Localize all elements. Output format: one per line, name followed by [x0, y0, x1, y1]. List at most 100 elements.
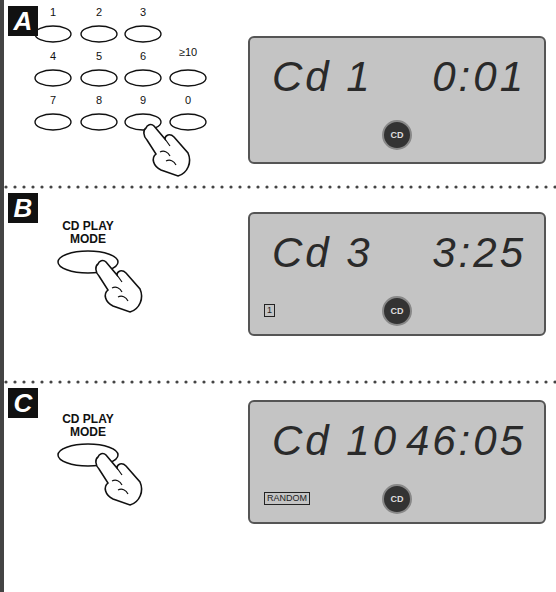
key-number: ≥10 — [179, 46, 197, 58]
separator-dot — [517, 185, 520, 188]
separator-dot — [256, 185, 259, 188]
time-readout: 3:25 — [432, 232, 526, 274]
separator-dots — [4, 185, 556, 383]
time-readout: 46:05 — [406, 420, 526, 462]
button-label: CD PLAY MODE — [53, 413, 123, 439]
key-number: 1 — [50, 6, 56, 18]
separator-dot — [346, 380, 349, 383]
separator-dot — [121, 380, 124, 383]
separator-dot — [256, 380, 259, 383]
lcd-display: Cd 10:01CD — [248, 36, 546, 164]
separator-dot — [22, 185, 25, 188]
separator-dot — [103, 185, 106, 188]
separator-dot — [265, 380, 268, 383]
keypad-button — [35, 26, 71, 42]
separator-dot — [157, 380, 160, 383]
separator-dot — [247, 380, 250, 383]
mode-indicator: RANDOM — [264, 492, 310, 505]
separator-dot — [328, 380, 331, 383]
separator-dot — [220, 185, 223, 188]
keypad-buttons — [35, 26, 206, 130]
separator-dot — [166, 185, 169, 188]
separator-dot — [211, 185, 214, 188]
separator-dot — [175, 380, 178, 383]
keypad-button — [35, 114, 71, 130]
separator-dot — [490, 380, 493, 383]
key-number: 3 — [140, 6, 146, 18]
separator-dot — [238, 185, 241, 188]
disc-indicator: CD — [382, 296, 412, 326]
keypad-button — [81, 114, 117, 130]
separator-dot — [445, 380, 448, 383]
separator-dot — [58, 185, 61, 188]
separator-dot — [409, 380, 412, 383]
separator-dot — [364, 185, 367, 188]
separator-dot — [94, 380, 97, 383]
pointing-hand — [96, 261, 142, 312]
separator-dot — [157, 185, 160, 188]
separator-dot — [499, 185, 502, 188]
pointing-hand — [144, 125, 190, 176]
separator-dot — [175, 185, 178, 188]
separator-dot — [13, 185, 16, 188]
separator-dot — [283, 380, 286, 383]
pointing-hand — [96, 454, 142, 505]
keypad-button — [125, 70, 161, 86]
separator-dot — [526, 380, 529, 383]
separator-dot — [247, 185, 250, 188]
separator-dot — [274, 380, 277, 383]
separator-dot — [508, 185, 511, 188]
key-number: 6 — [140, 50, 146, 62]
separator-dot — [427, 185, 430, 188]
separator-dot — [337, 380, 340, 383]
separator-dot — [112, 380, 115, 383]
separator-dot — [463, 185, 466, 188]
track-readout: Cd 10 — [272, 420, 399, 462]
separator-dot — [40, 380, 43, 383]
separator-dot — [103, 380, 106, 383]
separator-dot — [292, 185, 295, 188]
lcd-display: Cd 3 3:25 1 CD — [248, 212, 546, 336]
separator-dot — [49, 185, 52, 188]
separator-dot — [67, 380, 70, 383]
separator-dot — [454, 185, 457, 188]
key-number: 5 — [96, 50, 102, 62]
key-number: 4 — [50, 50, 56, 62]
keypad-button — [81, 26, 117, 42]
separator-dot — [463, 380, 466, 383]
panel-letter: A — [8, 6, 38, 36]
separator-dot — [436, 380, 439, 383]
keypad-button — [170, 114, 206, 130]
separator-dot — [49, 380, 52, 383]
panel-letter: C — [8, 388, 38, 418]
keypad-button — [170, 70, 206, 86]
separator-dot — [211, 380, 214, 383]
separator-dot — [400, 185, 403, 188]
separator-dot — [202, 380, 205, 383]
separator-dot — [202, 185, 205, 188]
separator-dot — [490, 185, 493, 188]
separator-dot — [193, 185, 196, 188]
separator-dot — [292, 380, 295, 383]
disc-indicator: CD — [382, 484, 412, 514]
separator-dot — [526, 185, 529, 188]
separator-dot — [499, 380, 502, 383]
separator-dot — [472, 380, 475, 383]
separator-dot — [220, 380, 223, 383]
separator-dot — [535, 380, 538, 383]
separator-dot — [328, 185, 331, 188]
separator-dot — [373, 380, 376, 383]
separator-dot — [310, 380, 313, 383]
mode-indicator: 1 — [264, 304, 275, 317]
separator-dot — [4, 185, 7, 188]
keypad-button — [35, 70, 71, 86]
track-readout: Cd 3 — [272, 232, 373, 274]
separator-dot — [373, 185, 376, 188]
separator-dot — [436, 185, 439, 188]
separator-dot — [148, 380, 151, 383]
separator-dot — [166, 380, 169, 383]
separator-dot — [31, 185, 34, 188]
separator-dot — [472, 185, 475, 188]
separator-dot — [337, 185, 340, 188]
separator-dot — [139, 185, 142, 188]
